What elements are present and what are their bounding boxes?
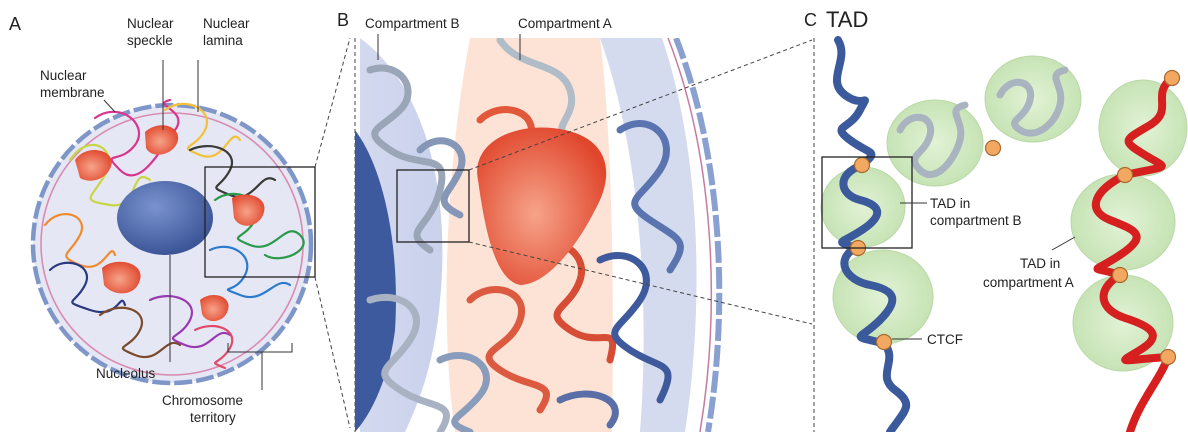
ctcf-anchor [1165,71,1180,86]
tad-in-compartment-a-label-line-1: TAD in [1020,256,1060,271]
tad-in-compartment-b-label-line-2: compartment B [930,213,1022,228]
compartment-a-label: Compartment A [518,16,612,31]
panel-b: B [337,10,812,432]
nuclear-lamina-label-line-1: Nuclear [203,16,250,31]
panel-a-letter: A [9,14,21,34]
nuclear-membrane-label-line-1: Nuclear [40,68,87,83]
ctcf-label: CTCF [927,332,963,347]
ctcf-anchor [1161,350,1176,365]
panel-c-letter: C [804,10,817,30]
nuclear-speckle-label-line-2: speckle [127,33,173,48]
ctcf-anchor [877,335,892,350]
nuclear-speckle-label-line-1: Nuclear [127,16,174,31]
chromosome-territory-label-line-1: Chromosome [162,393,243,408]
panel-a-projection [315,38,350,428]
nuclear-speckle [102,262,141,294]
nuclear-membrane-label-line-2: membrane [40,85,105,100]
nucleolus-label: Nucleolus [96,366,156,381]
ctcf-anchor [1118,168,1133,183]
tad-in-compartment-b-label-line-1: TAD in [930,196,970,211]
tad-domain [821,167,905,247]
nucleolus [117,181,213,255]
compartment-b-label: Compartment B [365,16,460,31]
nuclear-lamina-label-line-2: lamina [203,33,243,48]
panel-c: C TAD [804,7,1187,432]
panel-b-letter: B [337,10,349,30]
tad-in-compartment-a-label-line-2: compartment A [983,275,1074,290]
panel-a: A [9,14,350,428]
tad-title: TAD [826,7,868,32]
compartment-b-region-right [600,38,697,432]
ctcf-anchor [855,158,870,173]
ctcf-anchor [986,141,1001,156]
ctcf-anchor [1113,268,1128,283]
chromosome-territory-label-line-2: territory [190,410,236,425]
